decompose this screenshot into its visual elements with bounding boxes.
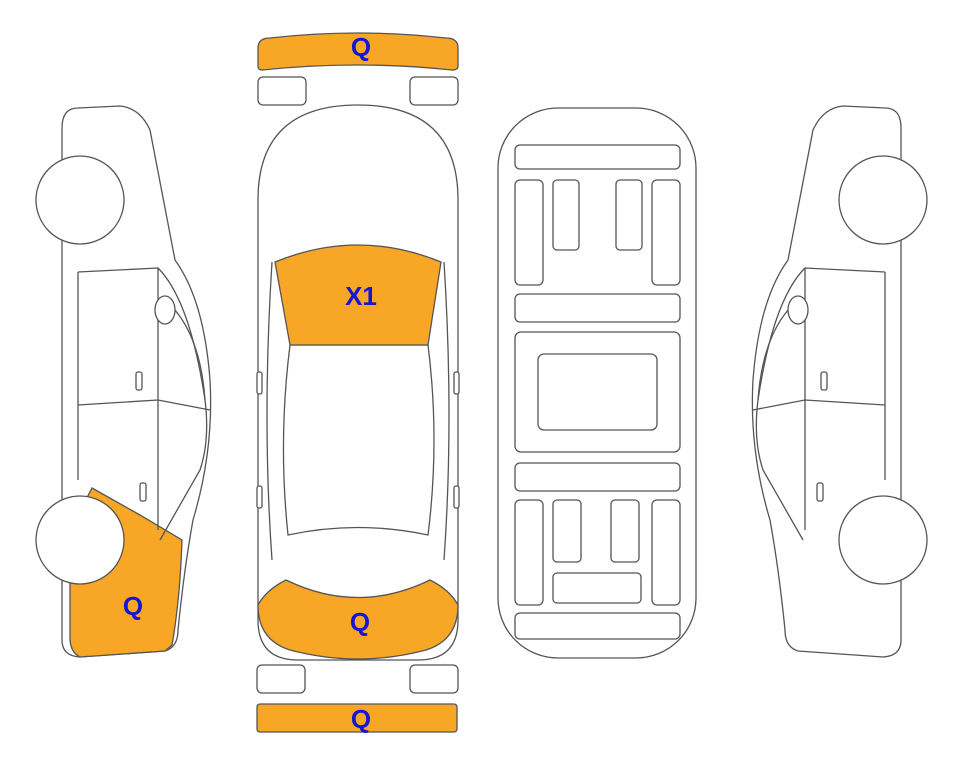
left-mirror-top	[256, 371, 263, 395]
underbody-rear-crossmember	[514, 462, 681, 492]
windshield-label: X1	[345, 281, 377, 311]
rear-section-label: Q	[350, 607, 370, 637]
left-side-rear-wheel	[35, 495, 125, 585]
top-view: Q X1 Q Q	[256, 32, 460, 734]
rear-section-damage	[257, 579, 459, 660]
underbody-view	[497, 107, 697, 659]
right-side-door-handle-front	[820, 371, 828, 391]
right-side-view	[751, 105, 928, 658]
underbody-rear-left-rail	[514, 499, 544, 606]
front-bumper-damage	[257, 32, 459, 71]
right-rear-handle-top	[453, 485, 460, 509]
left-side-door-handle-rear	[139, 482, 147, 502]
front-left-light	[257, 76, 307, 106]
underbody-rear-box	[552, 572, 642, 604]
underbody-front-crossmember	[514, 293, 681, 323]
left-side-mirror	[154, 295, 176, 325]
left-side-roofline	[77, 267, 208, 541]
rear-bumper-damage	[256, 703, 458, 733]
right-side-roofline	[755, 267, 886, 541]
left-side-front-wheel	[35, 155, 125, 245]
underbody-rear-left-block	[552, 499, 582, 563]
rear-right-light	[409, 664, 459, 694]
underbody-rear-right-rail	[651, 499, 681, 606]
left-rear-handle-top	[256, 485, 263, 509]
underbody-front-right-block	[615, 179, 643, 251]
top-view-cabin-right	[443, 261, 450, 561]
right-side-door-handle-rear	[816, 482, 824, 502]
underbody-front-right-rail	[651, 179, 681, 286]
rear-left-light	[256, 664, 306, 694]
front-right-light	[409, 76, 459, 106]
right-side-front-wheel	[838, 155, 928, 245]
rear-bumper-label: Q	[351, 704, 371, 734]
right-side-mirror	[787, 295, 809, 325]
underbody-rear-right-block	[610, 499, 640, 563]
left-side-door-handle-front	[135, 371, 143, 391]
top-view-roof	[282, 344, 435, 536]
right-side-rear-wheel	[838, 495, 928, 585]
underbody-center-tank	[537, 353, 658, 431]
front-bumper-label: Q	[351, 32, 371, 62]
underbody-front-left-rail	[514, 179, 544, 286]
top-view-body-outline	[257, 104, 459, 661]
underbody-front-left-block	[552, 179, 580, 251]
top-view-cabin-left	[266, 261, 273, 561]
windshield-damage	[274, 244, 442, 346]
left-rear-quarter-label: Q	[123, 591, 143, 621]
underbody-front-bar	[514, 144, 681, 170]
left-side-view: Q	[35, 105, 212, 658]
right-mirror-top	[453, 371, 460, 395]
underbody-rear-bar	[514, 612, 681, 640]
